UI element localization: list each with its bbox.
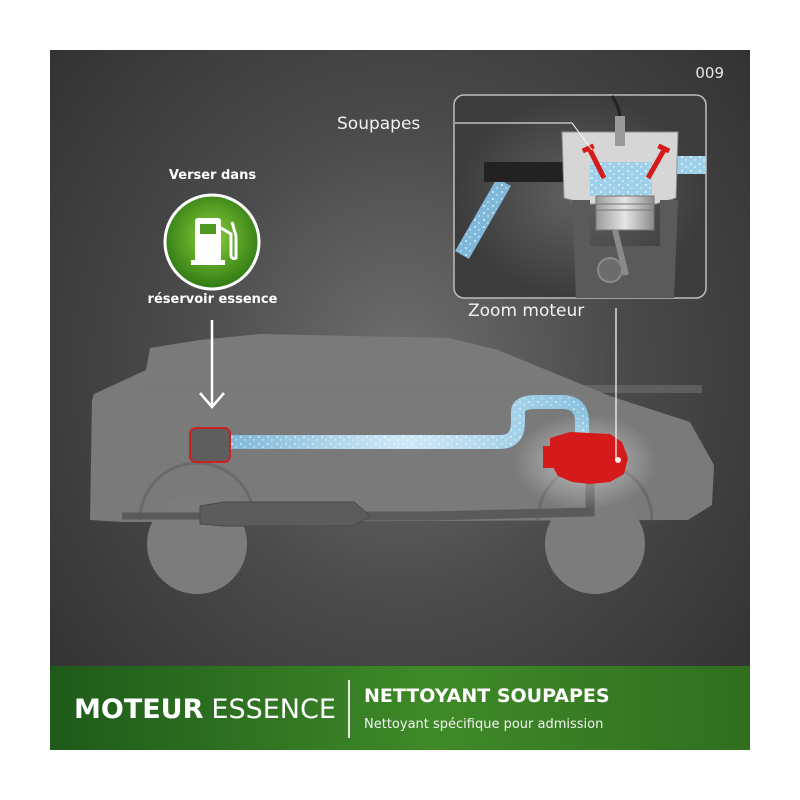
engine-type-bold: MOTEUR bbox=[74, 694, 204, 725]
fuel-tank bbox=[189, 427, 231, 463]
pour-into-label: Verser dans bbox=[168, 168, 257, 183]
fuel-pump-icon bbox=[191, 218, 238, 265]
valves-label: Soupapes bbox=[337, 114, 421, 134]
engine-zoom-label: Zoom moteur bbox=[468, 301, 585, 321]
diagram-panel: 009 Verser dans réservoir essence Soupap… bbox=[50, 50, 750, 750]
fuel-line bbox=[230, 395, 589, 449]
engine bbox=[513, 414, 657, 510]
banner-divider bbox=[348, 680, 350, 738]
engine-zoom-box bbox=[453, 94, 707, 299]
exhaust-system bbox=[122, 470, 595, 527]
engine-type-light: ESSENCE bbox=[211, 694, 336, 725]
product-title: NETTOYANT SOUPAPES bbox=[364, 685, 610, 707]
fuel-badge bbox=[163, 193, 261, 291]
fuel-tank-label: réservoir essence bbox=[147, 292, 278, 307]
front-wheel bbox=[545, 494, 645, 594]
illustration bbox=[90, 94, 714, 594]
product-subtitle: Nettoyant spécifique pour admission bbox=[364, 717, 604, 732]
diagram-code: 009 bbox=[695, 64, 724, 82]
pour-arrow bbox=[199, 320, 225, 409]
